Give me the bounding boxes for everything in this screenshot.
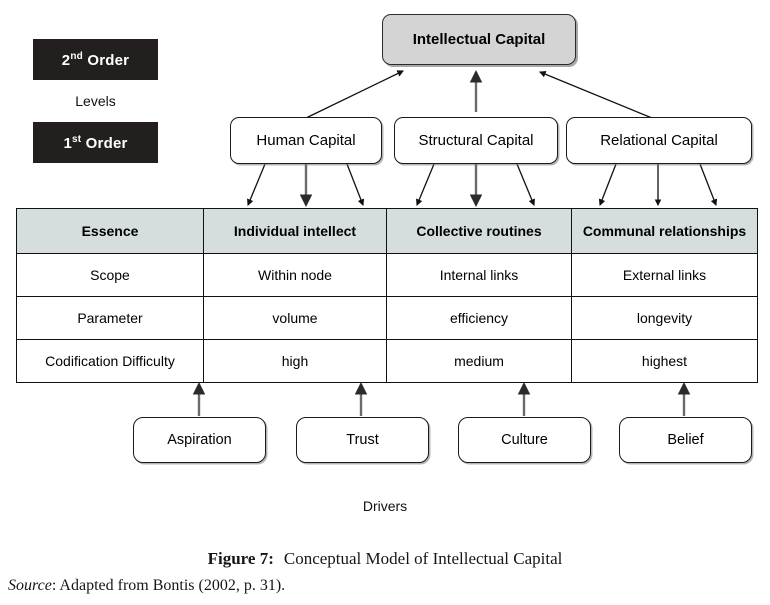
node-driver-belief[interactable]: Belief [619, 417, 752, 463]
level-tag-second-order: 2nd Order [33, 39, 158, 80]
edge-relational-col4 [598, 163, 617, 207]
cell-scope-collective: Internal links [386, 253, 572, 297]
cell-parameter-individual: volume [203, 296, 387, 340]
level-tag-first-order: 1st Order [33, 122, 158, 163]
table-row: Codification Difficulty high medium high… [16, 339, 758, 383]
node-driver-aspiration[interactable]: Aspiration [133, 417, 266, 463]
cell-codification-communal: highest [571, 339, 758, 383]
node-driver-culture[interactable]: Culture [458, 417, 591, 463]
edge-relational-col4c [699, 163, 718, 207]
row-label-codification-difficulty: Codification Difficulty [16, 339, 204, 383]
level-tag-second-order-text: 2nd Order [61, 50, 130, 69]
edge-human-to-ic [305, 70, 404, 119]
node-structural-capital[interactable]: Structural Capital [394, 117, 558, 164]
edge-relational-to-ic [538, 71, 653, 119]
level-tag-first-order-text: 1st Order [63, 133, 128, 152]
figure-title: Conceptual Model of Intellectual Capital [283, 549, 563, 568]
drivers-label: Drivers [362, 498, 408, 514]
source-text: : Adapted from Bontis (2002, p. 31). [51, 577, 286, 594]
figure-caption: Figure 7: Conceptual Model of Intellectua… [0, 549, 770, 569]
figure-number: Figure 7: [207, 549, 274, 568]
source-line: Source: Adapted from Bontis (2002, p. 31… [8, 577, 285, 595]
levels-label: Levels [75, 93, 116, 109]
cell-scope-individual: Within node [203, 253, 387, 297]
node-human-capital[interactable]: Human Capital [230, 117, 382, 164]
edge-structural-col3 [416, 163, 435, 206]
essence-matrix-table: Essence Individual intellect Collective … [16, 208, 758, 383]
table-header-essence: Essence [16, 208, 204, 254]
table-header-individual-intellect: Individual intellect [203, 208, 387, 254]
table-header-communal-relationships: Communal relationships [571, 208, 758, 254]
table-header-row: Essence Individual intellect Collective … [16, 208, 758, 254]
table-row: Parameter volume efficiency longevity [16, 296, 758, 340]
cell-codification-individual: high [203, 339, 387, 383]
cell-parameter-communal: longevity [571, 296, 758, 340]
cell-scope-communal: External links [571, 253, 758, 297]
cell-codification-collective: medium [386, 339, 572, 383]
row-label-parameter: Parameter [16, 296, 204, 340]
node-relational-capital[interactable]: Relational Capital [566, 117, 752, 164]
edge-structural-col3c [516, 163, 535, 206]
row-label-scope: Scope [16, 253, 204, 297]
table-header-collective-routines: Collective routines [386, 208, 572, 254]
cell-parameter-collective: efficiency [386, 296, 572, 340]
edge-human-col2 [247, 163, 266, 206]
edge-human-col2c [346, 163, 365, 207]
node-intellectual-capital[interactable]: Intellectual Capital [382, 14, 576, 65]
source-label: Source [8, 577, 52, 594]
table-row: Scope Within node Internal links Externa… [16, 253, 758, 297]
node-driver-trust[interactable]: Trust [296, 417, 429, 463]
